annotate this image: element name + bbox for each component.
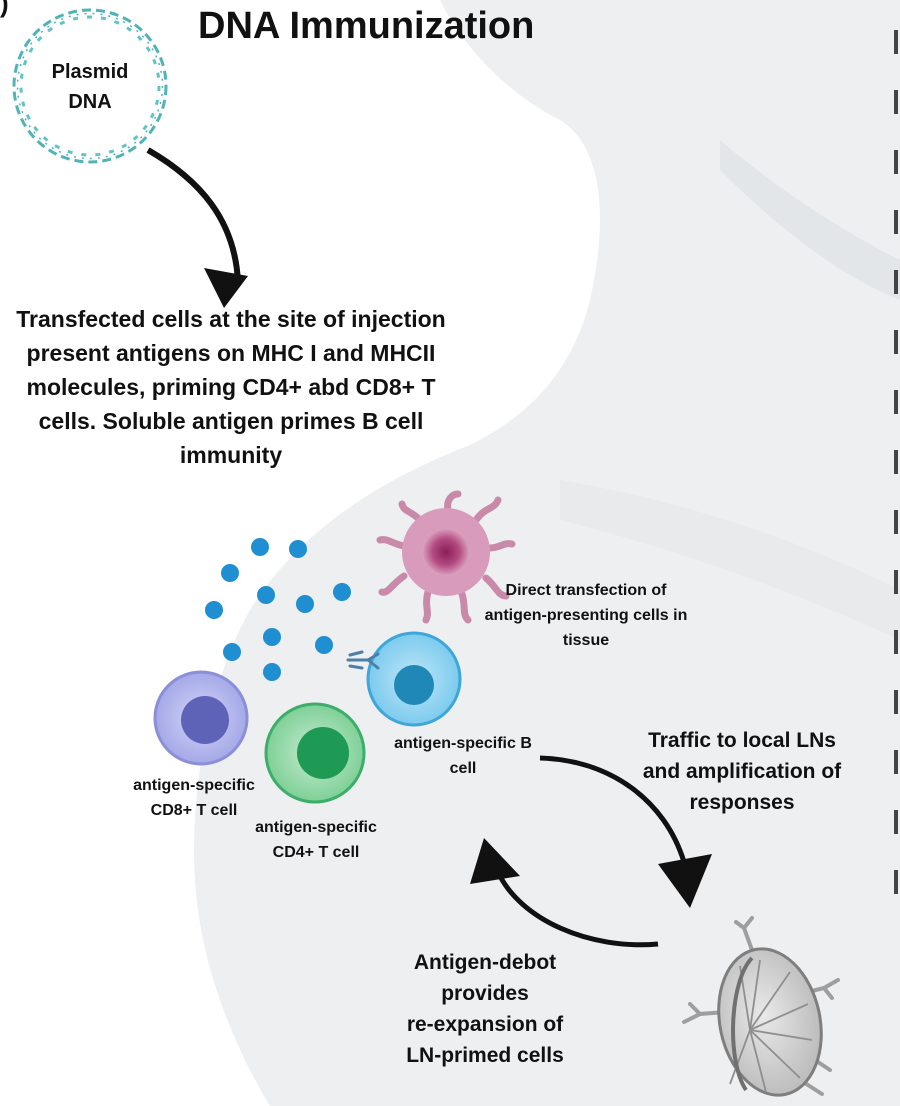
arrow-depot-return: [470, 838, 659, 948]
depot-label-line: provides: [441, 982, 529, 1005]
traffic-label-line: Traffic to local LNs: [648, 729, 836, 752]
antibody-icon: [346, 650, 380, 670]
plasmid-label-line: Plasmid: [51, 61, 129, 83]
traffic-label: Traffic to local LNs and amplification o…: [628, 725, 856, 818]
traffic-label-line: and amplification of: [642, 760, 842, 783]
traffic-label-line: responses: [689, 791, 795, 814]
plasmid-dna-label: Plasmid DNA: [38, 57, 142, 117]
antigen-depot-label: Antigen-debot provides re-expansion of L…: [396, 947, 574, 1071]
b-cell-icon: [366, 631, 462, 727]
b-cell-label-line: antigen-specific B: [394, 735, 532, 752]
apc-label-line: antigen-presenting cells in: [484, 607, 688, 624]
plasmid-dna-icon: [12, 8, 168, 164]
cd8-t-cell-label: antigen-specific CD8+ T cell: [118, 773, 270, 823]
cd8-label-line: CD8+ T cell: [150, 802, 238, 819]
cd4-t-cell-label: antigen-specific CD4+ T cell: [240, 815, 392, 865]
caption-line: molecules, priming CD4+ abd CD8+ T: [26, 374, 436, 400]
dendritic-cell-icon: [376, 490, 516, 624]
lymph-node-icon: [682, 916, 840, 1097]
transfection-caption: Transfected cells at the site of injecti…: [0, 302, 462, 472]
body-silhouette: [194, 0, 900, 1106]
shoulder-shade: [720, 140, 900, 300]
arrow-traffic-to-ln: [539, 755, 712, 908]
apc-label-line: tissue: [562, 632, 610, 649]
cd4-label-line: antigen-specific: [255, 819, 377, 836]
caption-line: present antigens on MHC I and MHCII: [26, 340, 436, 366]
edge-marks: [894, 30, 898, 894]
b-cell-label-line: cell: [449, 760, 477, 777]
cd4-label-line: CD4+ T cell: [272, 844, 360, 861]
apc-label-line: Direct transfection of: [505, 582, 667, 599]
corner-mark: ): [0, 0, 9, 18]
plasmid-label-line: DNA: [68, 91, 112, 113]
caption-line: Transfected cells at the site of injecti…: [16, 306, 446, 332]
antigen-dots: [205, 538, 351, 681]
depot-label-line: Antigen-debot: [413, 951, 557, 974]
depot-label-line: re-expansion of: [406, 1013, 564, 1036]
b-cell-label: antigen-specific B cell: [380, 731, 546, 781]
cd8-label-line: antigen-specific: [133, 777, 255, 794]
cd8-t-cell-icon: [153, 670, 249, 766]
depot-label-line: LN-primed cells: [406, 1044, 564, 1067]
arrow-plasmid-to-cells: [146, 147, 248, 308]
caption-line: immunity: [179, 442, 283, 468]
arm-shade: [560, 480, 900, 640]
diagram-title: DNA Immunization: [198, 5, 535, 47]
apc-transfection-label: Direct transfection of antigen-presentin…: [468, 578, 704, 653]
caption-line: cells. Soluble antigen primes B cell: [38, 408, 424, 434]
cd4-t-cell-icon: [264, 702, 366, 804]
